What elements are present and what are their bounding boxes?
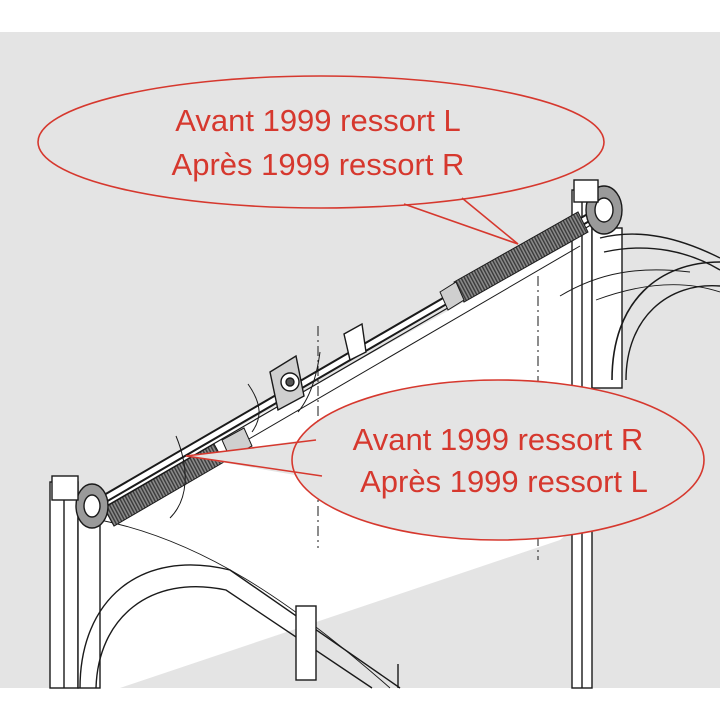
cable-drum-right <box>573 179 623 235</box>
callout-top-bubble <box>37 75 605 209</box>
right-horizontal-track <box>595 233 720 381</box>
center-bearing-bracket <box>269 322 367 412</box>
torsion-spring-right <box>439 211 589 311</box>
callout-bottom-bubble <box>291 379 705 541</box>
cable-arcs <box>169 269 691 519</box>
left-vertical-rail <box>49 481 101 689</box>
left-horizontal-track <box>79 519 401 689</box>
cable-drum-left <box>51 475 109 529</box>
callout-top-line2: Après 1999 ressort R <box>172 147 465 182</box>
callout-top-line1: Avant 1999 ressort L <box>175 103 461 138</box>
callout-bottom-pointer <box>185 439 323 477</box>
callout-bottom-line2: Après 1999 ressort L <box>360 464 648 499</box>
callout-bottom: Avant 1999 ressort R Après 1999 ressort … <box>185 379 705 541</box>
callout-top-pointer <box>403 197 519 245</box>
callout-top: Avant 1999 ressort L Après 1999 ressort … <box>37 75 605 245</box>
callout-bottom-line1: Avant 1999 ressort R <box>353 422 644 457</box>
